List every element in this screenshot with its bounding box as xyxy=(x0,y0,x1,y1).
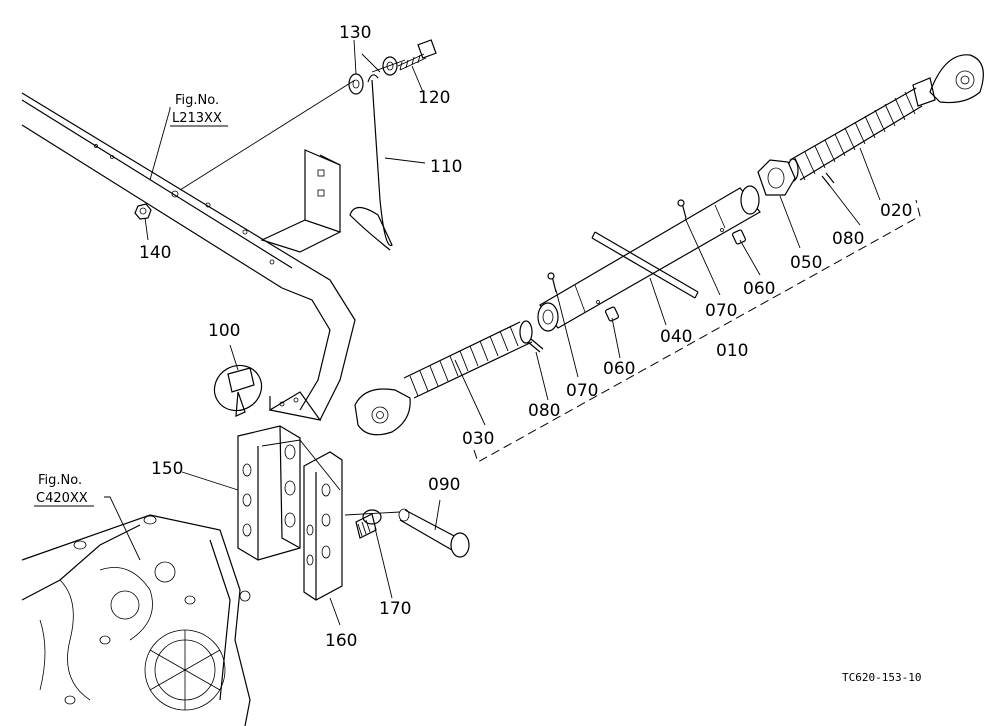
nut-140 xyxy=(134,203,152,220)
spring-clip-110 xyxy=(349,74,393,251)
assembly-bracket-010 xyxy=(473,199,921,463)
grease-nipple-060a xyxy=(604,306,620,322)
figure-reference-c420: Fig.No. C420XX xyxy=(34,473,94,507)
fig-ref-code-1: L213XX xyxy=(172,111,222,126)
part-labels: 020 030 040 050 060 060 070 070 080 080 … xyxy=(139,23,912,651)
label-060b: 060 xyxy=(743,279,775,299)
label-130: 130 xyxy=(339,23,371,43)
fig-ref-code-2: C420XX xyxy=(36,491,88,506)
label-120: 120 xyxy=(418,88,450,108)
pin-090 xyxy=(398,508,470,558)
grease-nipple-060b xyxy=(731,229,747,245)
pin-080b xyxy=(821,172,835,187)
drawing-code: TC620-153-10 xyxy=(842,671,921,684)
tube-040 xyxy=(537,185,761,332)
label-040: 040 xyxy=(660,327,692,347)
label-070b: 070 xyxy=(705,301,737,321)
bracket-150 xyxy=(237,425,301,561)
bolt-120 xyxy=(397,39,437,71)
label-160: 160 xyxy=(325,631,357,651)
label-010: 010 xyxy=(716,341,748,361)
label-060a: 060 xyxy=(603,359,635,379)
rail-bracket xyxy=(260,149,342,253)
top-link-end-030 xyxy=(354,320,533,436)
figure-reference-l213: Fig.No. L213XX xyxy=(170,93,228,127)
leader-lines xyxy=(104,39,881,626)
transmission-housing xyxy=(21,514,251,726)
label-080b: 080 xyxy=(832,229,864,249)
label-110: 110 xyxy=(430,157,462,177)
label-050: 050 xyxy=(790,253,822,273)
label-030: 030 xyxy=(462,429,494,449)
pin-080a xyxy=(527,338,544,353)
pin-070a xyxy=(547,272,557,293)
label-080a: 080 xyxy=(528,401,560,421)
label-170: 170 xyxy=(379,599,411,619)
frame-rail xyxy=(21,92,356,421)
label-070a: 070 xyxy=(566,381,598,401)
bracket-160 xyxy=(303,451,343,601)
washers-130 xyxy=(348,56,398,95)
label-140: 140 xyxy=(139,243,171,263)
fig-ref-prefix-2: Fig.No. xyxy=(38,473,82,488)
label-020: 020 xyxy=(880,201,912,221)
lock-nut-050 xyxy=(757,159,796,196)
fig-ref-prefix-1: Fig.No. xyxy=(175,93,219,108)
label-100: 100 xyxy=(208,321,240,341)
lynch-pin-100 xyxy=(213,364,263,417)
top-link-end-020 xyxy=(787,54,984,182)
label-090: 090 xyxy=(428,475,460,495)
pin-070b xyxy=(677,199,687,219)
label-150: 150 xyxy=(151,459,183,479)
